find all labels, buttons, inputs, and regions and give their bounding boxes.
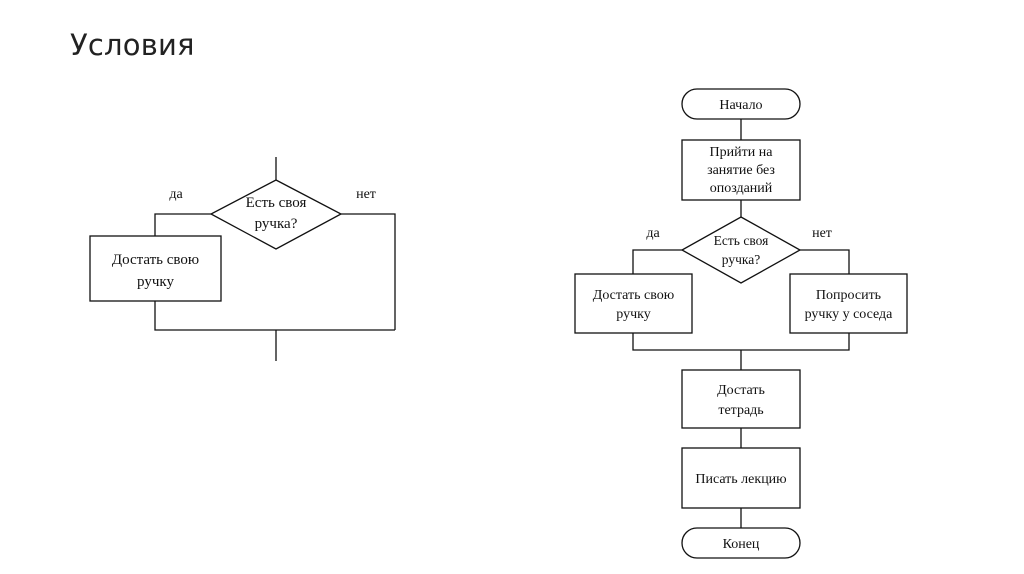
left-decision-line-1: Есть своя <box>246 195 307 211</box>
left-decision-line-2: ручка? <box>255 216 298 232</box>
right-no-label: нет <box>812 226 832 241</box>
left-no-label: нет <box>356 187 376 202</box>
step-lecture-box <box>681 447 801 509</box>
left-action-line-2: ручку <box>137 274 174 290</box>
right-yes-action-box <box>574 273 693 334</box>
step-notebook-line-2: тетрадь <box>718 403 763 418</box>
slide-title: Условия <box>70 28 195 62</box>
start-label: Начало <box>719 98 762 113</box>
step-lecture-label: Писать лекцию <box>695 472 786 487</box>
right-no-connector <box>800 249 850 274</box>
step-notebook-line-1: Достать <box>717 383 765 398</box>
right-decision-diamond <box>680 216 802 284</box>
right-decision-line-1: Есть своя <box>714 233 769 248</box>
right-yes-label: да <box>646 226 660 241</box>
left-flowchart: Есть своя ручка? да нет Достать свою руч… <box>89 157 396 361</box>
left-no-connector <box>341 213 396 330</box>
step-arrive-box <box>681 139 801 201</box>
right-flowchart: Начало Прийти на занятие без опозданий Е… <box>574 88 908 559</box>
right-decision-line-2: ручка? <box>722 252 760 267</box>
left-yes-label: да <box>169 187 183 202</box>
step-arrive-line-1: Прийти на <box>710 145 774 160</box>
right-yes-action-line-2: ручку <box>616 307 650 322</box>
left-decision-diamond <box>209 179 343 250</box>
left-action-line-1: Достать свою <box>112 252 199 268</box>
start-terminator <box>681 88 801 120</box>
right-no-action-line-2: ручку у соседа <box>805 307 894 322</box>
step-notebook-box <box>681 369 801 429</box>
right-no-action-box <box>789 273 908 334</box>
left-action-box <box>89 235 222 302</box>
end-label: Конец <box>723 537 760 552</box>
end-terminator <box>681 527 801 559</box>
step-arrive-line-2: занятие без <box>707 163 775 178</box>
step-arrive-line-3: опозданий <box>710 181 773 196</box>
right-no-action-line-1: Попросить <box>816 288 881 303</box>
right-merge-line <box>632 333 850 351</box>
right-yes-connector <box>632 249 682 274</box>
left-merge-line <box>154 301 395 331</box>
right-yes-action-line-1: Достать свою <box>593 288 674 303</box>
left-yes-connector <box>154 213 211 236</box>
